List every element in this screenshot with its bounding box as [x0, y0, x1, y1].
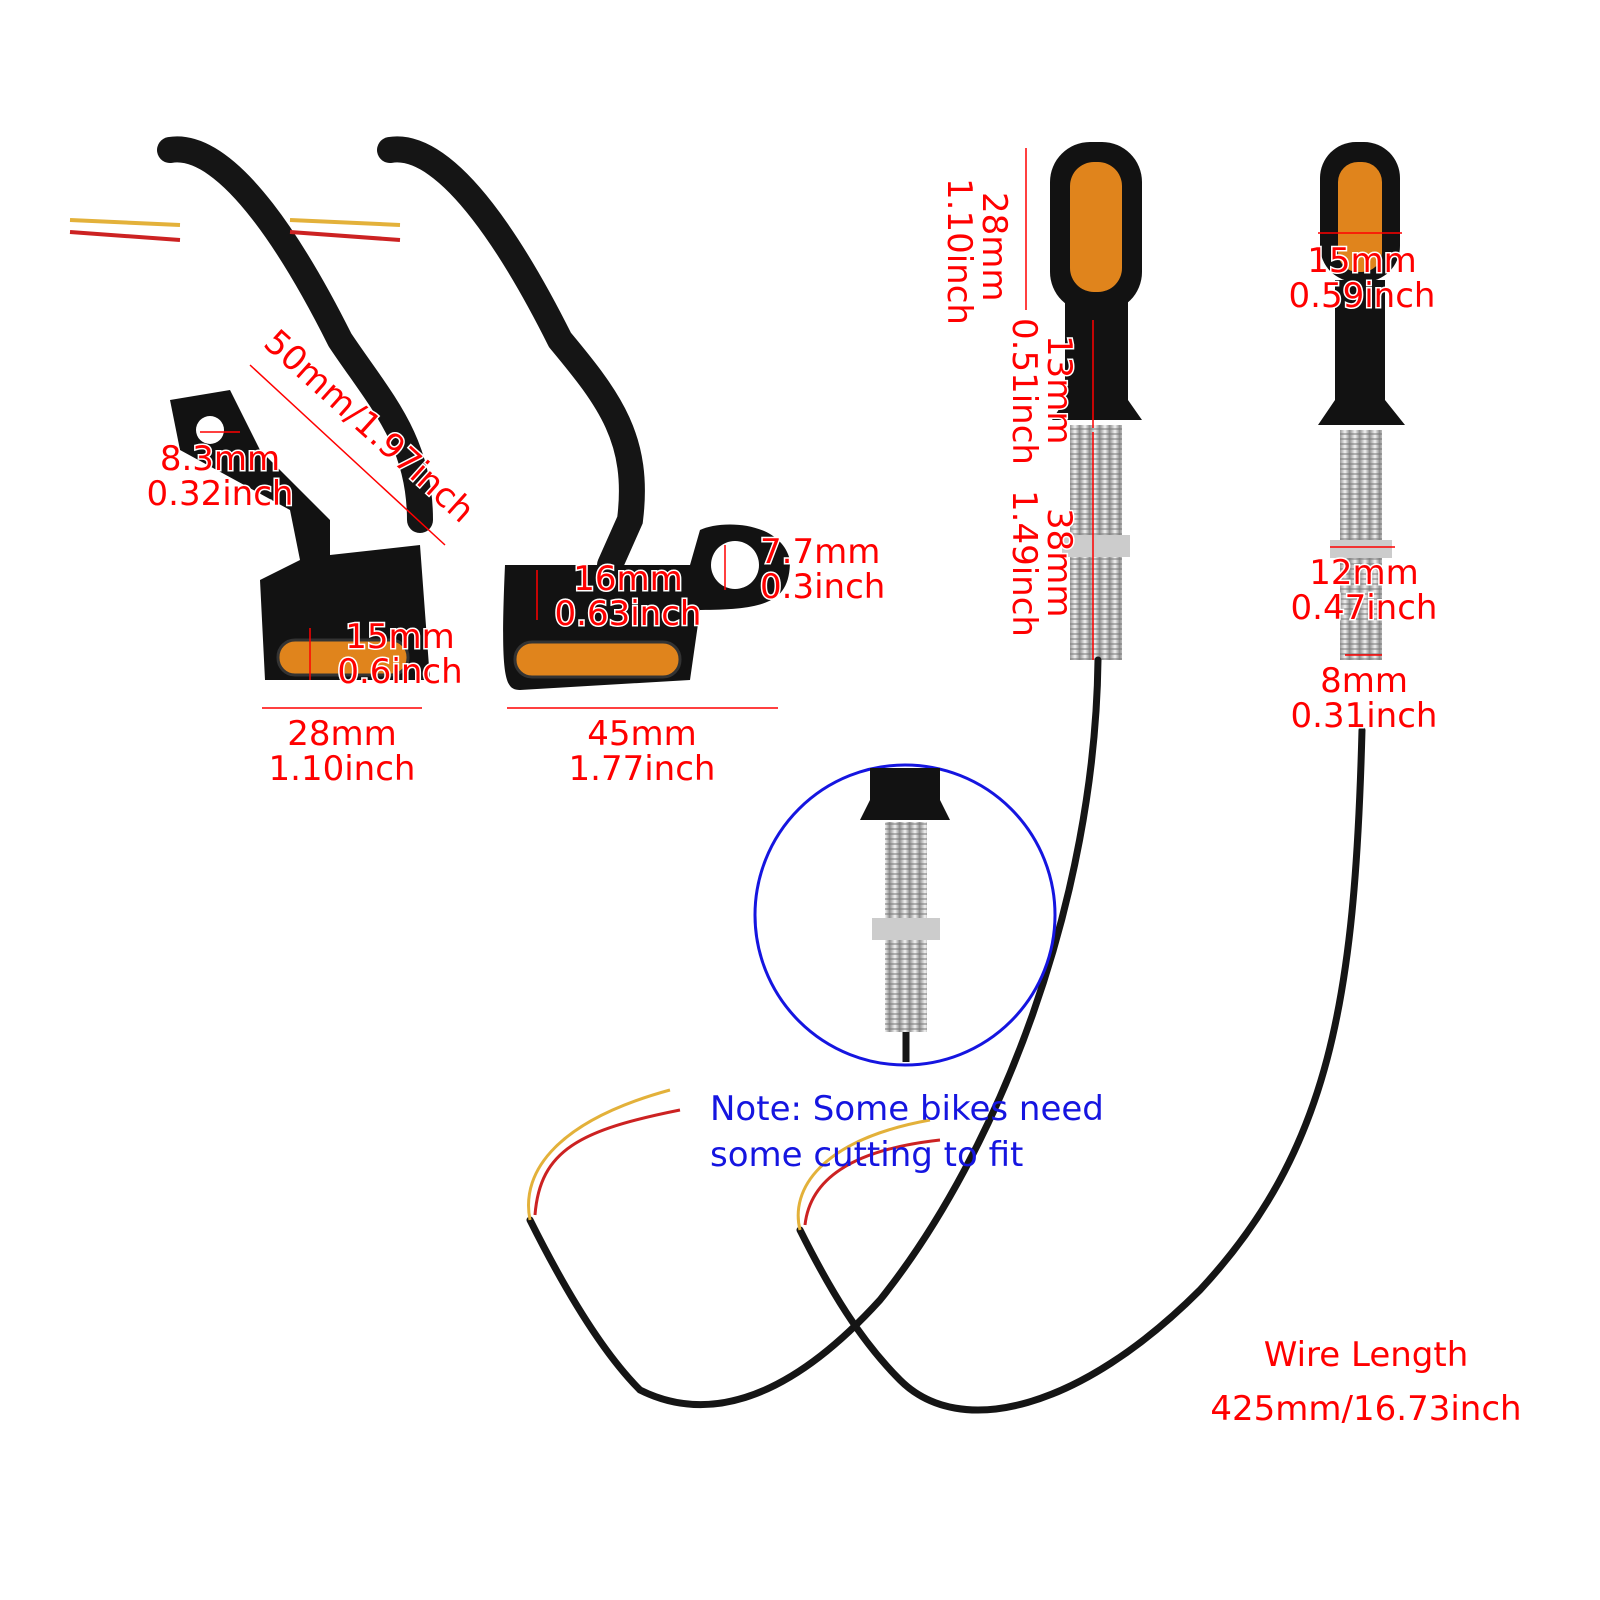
note-line-2: some cutting to fit: [710, 1135, 1023, 1175]
bracket-hole-inch-label: 0.32inch: [147, 474, 294, 514]
thread-inch-label: 0.31inch: [1291, 696, 1438, 736]
note-line-1: Note: Some bikes need: [710, 1089, 1104, 1129]
bolt-length-mm-label: 38mm: [1039, 508, 1079, 618]
left-lens-height-inch-label: 0.6inch: [337, 652, 462, 692]
detail-magnifier-circle: [753, 763, 1057, 1067]
neck-inch-label: 0.51inch: [1004, 318, 1044, 465]
mid-hole-inch-label: 0.3inch: [760, 567, 885, 607]
bolt-length-inch-label: 1.49inch: [1004, 490, 1044, 637]
washer-inch-label: 0.47inch: [1291, 588, 1438, 628]
neck-mm-label: 13mm: [1039, 335, 1079, 445]
mid-height-inch-label: 0.63inch: [555, 594, 702, 634]
dimension-lines: [200, 148, 1402, 709]
head-width-inch-label: 0.59inch: [1289, 276, 1436, 316]
bracket-light-middle: [289, 136, 790, 690]
head-length-inch-label: 1.10inch: [939, 178, 979, 325]
mid-hole-mm-label: 7.7mm: [760, 532, 880, 572]
head-width-mm-label: 15mm: [1307, 241, 1417, 281]
stem-light-left: [526, 142, 1142, 1408]
thread-mm-label: 8mm: [1320, 661, 1408, 701]
mid-width-mm-label: 45mm: [587, 714, 697, 754]
bracket-hole-mm-label: 8.3mm: [160, 439, 280, 479]
mid-height-mm-label: 16mm: [573, 559, 683, 599]
wire-length-value: 425mm/16.73inch: [1210, 1389, 1521, 1429]
wire-ends: [527, 1088, 941, 1231]
stem-light-right: [796, 142, 1405, 1414]
head-length-mm-label: 28mm: [974, 192, 1014, 302]
left-width-mm-label: 28mm: [287, 714, 397, 754]
left-width-inch-label: 1.10inch: [269, 749, 416, 789]
wire-length-title: Wire Length: [1264, 1335, 1469, 1375]
washer-mm-label: 12mm: [1309, 553, 1419, 593]
mid-width-inch-label: 1.77inch: [569, 749, 716, 789]
left-lens-height-mm-label: 15mm: [345, 617, 455, 657]
